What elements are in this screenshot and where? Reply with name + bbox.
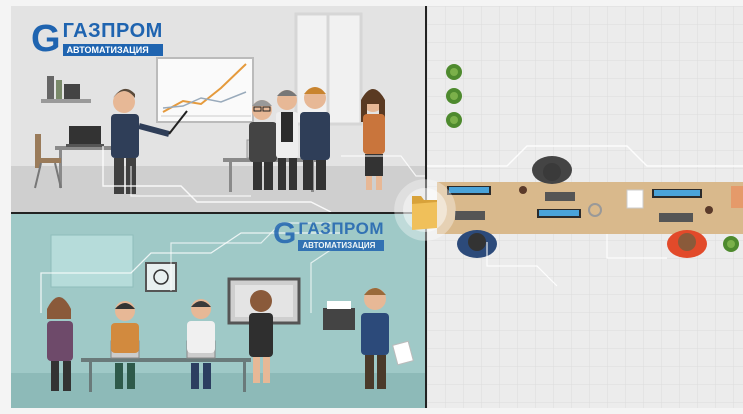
gazprom-flame-icon: G bbox=[31, 18, 61, 60]
plant-icon bbox=[446, 88, 462, 104]
worker-topdown bbox=[667, 230, 707, 258]
vertical-divider bbox=[425, 6, 427, 408]
plant-icon bbox=[446, 64, 462, 80]
plant-icon bbox=[723, 236, 739, 252]
top-left-office-panel: G ГАЗПРОМ АВТОМАТИЗАЦИЯ bbox=[11, 6, 425, 213]
gazprom-logo-top: G ГАЗПРОМ АВТОМАТИЗАЦИЯ bbox=[31, 20, 163, 58]
worker-topdown bbox=[532, 156, 572, 184]
logo-mid-brand-text: ГАЗПРОМ bbox=[298, 219, 385, 238]
right-topdown-panel bbox=[427, 6, 743, 408]
logo-brand-text: ГАЗПРОМ bbox=[62, 20, 163, 42]
horizontal-divider bbox=[11, 212, 425, 214]
gazprom-logo-mid: G ГАЗПРОМ АВТОМАТИЗАЦИЯ bbox=[273, 217, 385, 251]
bottom-left-office-panel: G ГАЗПРОМ АВТОМАТИЗАЦИЯ bbox=[11, 213, 425, 408]
worker-topdown bbox=[457, 230, 497, 258]
logo-mid-sub-text: АВТОМАТИЗАЦИЯ bbox=[298, 240, 385, 251]
plant-icon bbox=[446, 112, 462, 128]
teal-office-illustration bbox=[11, 222, 425, 408]
office-illustration bbox=[11, 12, 425, 213]
logo-sub-text: АВТОМАТИЗАЦИЯ bbox=[62, 44, 163, 56]
gazprom-flame-icon-mid: G bbox=[273, 217, 297, 250]
topdown-illustration bbox=[427, 6, 743, 408]
